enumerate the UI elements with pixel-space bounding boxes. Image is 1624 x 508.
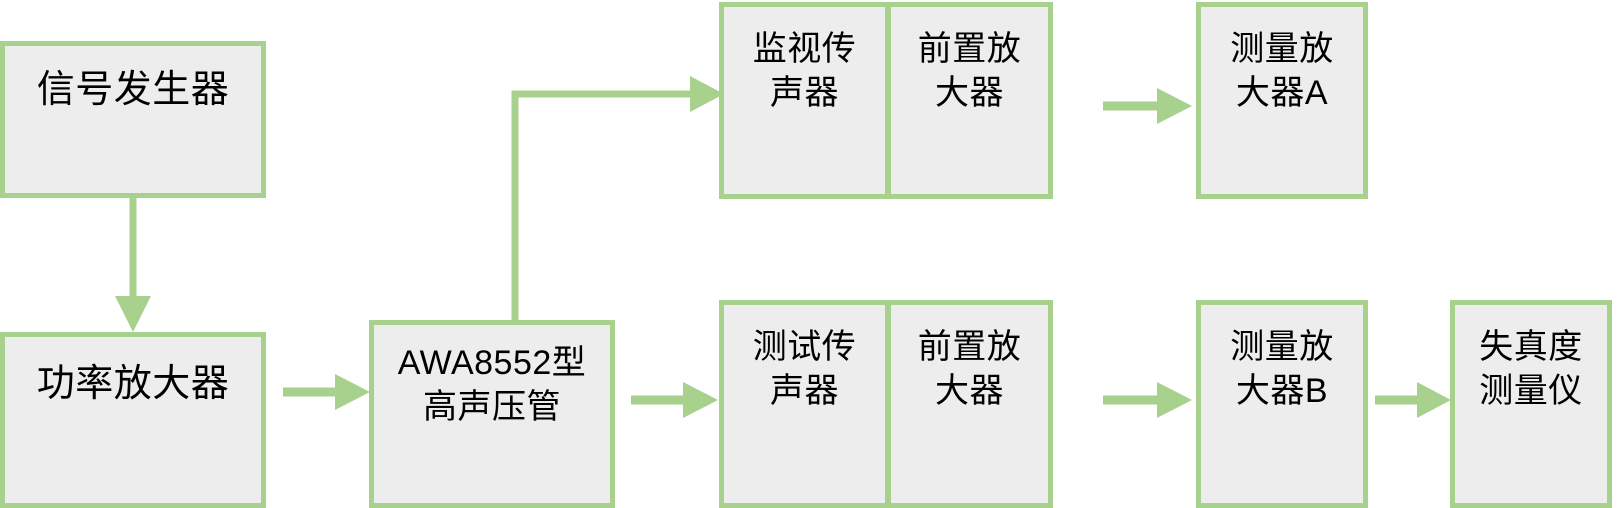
- node-awa8552-tube[interactable]: AWA8552型 高声压管: [369, 320, 615, 508]
- node-label: 前置放 大器: [917, 328, 1022, 411]
- node-measuring-amplifier-a[interactable]: 测量放 大器A: [1196, 2, 1368, 199]
- node-label: AWA8552型 高声压管: [397, 344, 587, 427]
- node-signal-generator[interactable]: 信号发生器: [0, 41, 266, 198]
- connector-awa8552-to-monitor-microphone: [490, 76, 730, 325]
- node-label: 信号发生器: [36, 69, 230, 111]
- connector-measuring-amplifier-b-to-distortion-meter: [1372, 376, 1454, 424]
- node-distortion-meter[interactable]: 失真度 测量仪: [1450, 300, 1612, 508]
- connector-preamplifier-bottom-to-measuring-amplifier-b: [1100, 376, 1196, 424]
- node-label: 监视传 声器: [752, 30, 857, 113]
- node-label: 前置放 大器: [917, 30, 1022, 113]
- node-preamplifier-top[interactable]: 前置放 大器: [886, 2, 1053, 199]
- node-monitor-microphone[interactable]: 监视传 声器: [719, 2, 890, 199]
- node-label: 失真度 测量仪: [1479, 328, 1583, 411]
- node-preamplifier-bottom[interactable]: 前置放 大器: [886, 300, 1053, 508]
- node-label: 功率放大器: [36, 363, 230, 405]
- connector-awa8552-to-test-microphone: [628, 376, 720, 424]
- node-label: 测试传 声器: [752, 328, 857, 411]
- connector-power-amplifier-to-awa8552: [280, 368, 372, 416]
- connector-signal-generator-to-power-amplifier: [112, 196, 154, 336]
- node-label: 测量放 大器B: [1230, 328, 1334, 411]
- node-label: 测量放 大器A: [1230, 30, 1334, 113]
- node-power-amplifier[interactable]: 功率放大器: [0, 332, 266, 508]
- node-test-microphone[interactable]: 测试传 声器: [719, 300, 890, 508]
- node-measuring-amplifier-b[interactable]: 测量放 大器B: [1196, 300, 1368, 508]
- connector-preamplifier-top-to-measuring-amplifier-a: [1100, 82, 1196, 130]
